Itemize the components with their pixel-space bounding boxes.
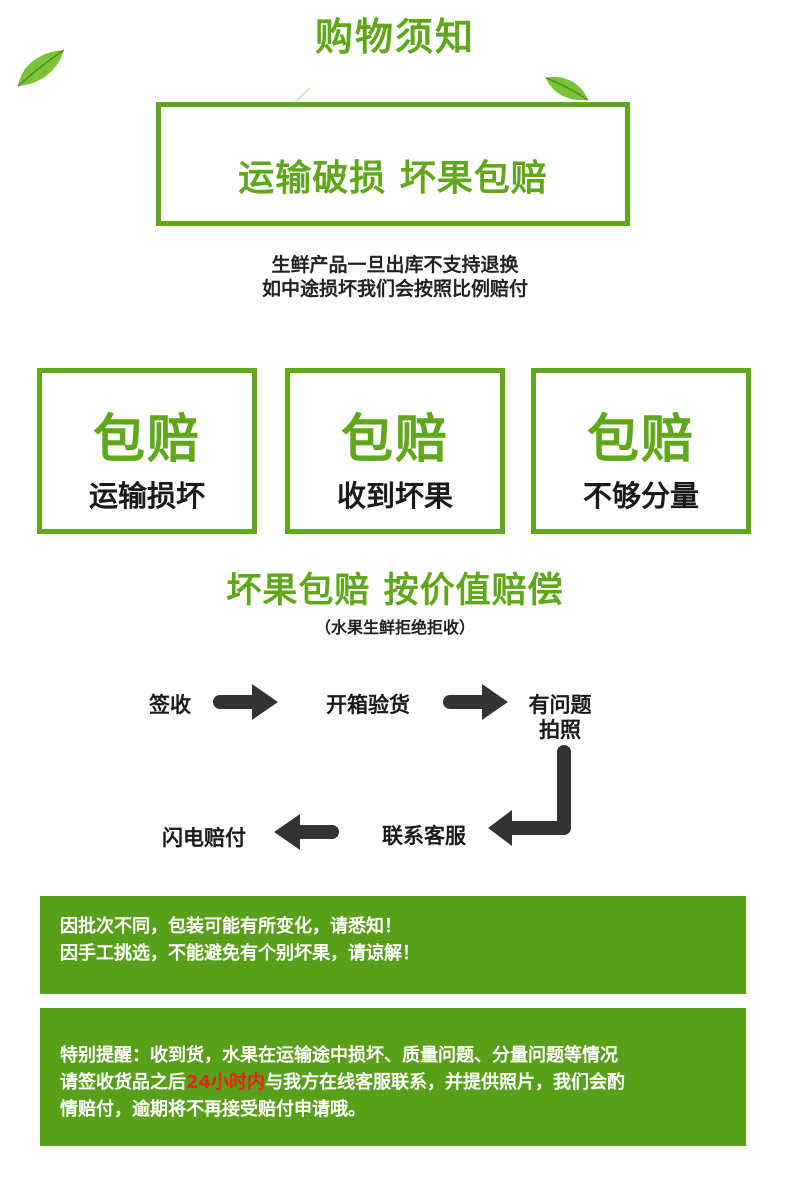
notice-banner-packaging: 因批次不同，包装可能有所变化，请悉知！ 因手工挑选，不能避免有个别坏果，请谅解！ [40, 896, 746, 994]
arrow-left-icon [274, 814, 339, 850]
compensation-headline: 坏果包赔 按价值赔偿 [226, 571, 564, 611]
compensation-subtitle: （水果生鲜拒绝拒收） [314, 618, 475, 637]
card-heading: 包赔 [92, 410, 201, 470]
arrow-elbow-icon [488, 745, 571, 846]
guarantee-card-bad-fruit: 包赔 收到坏果 [285, 368, 505, 534]
banner-line: 因批次不同，包装可能有所变化，请悉知！ [60, 916, 402, 937]
deadline-highlight: 24小时内 [186, 1072, 266, 1093]
step-inspect: 开箱验货 [326, 693, 410, 717]
step-fast-compensation: 闪电赔付 [162, 826, 246, 850]
leaf-icon [545, 76, 589, 101]
guarantee-card-weight: 包赔 不够分量 [531, 368, 751, 534]
banner-line: 特别提醒：收到货，水果在运输途中损坏、质量问题、分量问题等情况 [60, 1045, 618, 1066]
banner-line: 因手工挑选，不能避免有个别坏果，请谅解！ [60, 943, 420, 964]
banner-line-with-highlight: 请签收货品之后24小时内与我方在线客服联系，并提供照片，我们会酌 [60, 1069, 746, 1096]
card-heading: 包赔 [340, 410, 449, 470]
arrow-right-icon [213, 684, 278, 720]
guarantee-text: 运输破损 坏果包赔 [238, 158, 548, 199]
page-title: 购物须知 [314, 15, 475, 59]
guarantee-box: 运输破损 坏果包赔 [156, 102, 630, 226]
step-sign: 签收 [149, 693, 191, 717]
leaf-icon [17, 49, 65, 87]
card-label: 运输损坏 [88, 479, 205, 513]
card-heading: 包赔 [586, 410, 695, 470]
notice-line-2: 如中途损坏我们会按照比例赔付 [261, 278, 528, 300]
notice-line-1: 生鲜产品一旦出库不支持退换 [271, 254, 519, 276]
step-problem-line1: 有问题 [528, 693, 592, 717]
arrow-right-icon [443, 684, 508, 720]
banner-line: 情赔付，逾期将不再接受赔付申请哦。 [60, 1099, 366, 1120]
step-problem-line2: 拍照 [539, 718, 581, 742]
card-label: 不够分量 [582, 479, 699, 513]
step-contact-service: 联系客服 [382, 824, 466, 848]
guarantee-card-transport: 包赔 运输损坏 [37, 368, 257, 534]
notice-banner-reminder: 特别提醒：收到货，水果在运输途中损坏、质量问题、分量问题等情况 请签收货品之后2… [40, 1008, 746, 1146]
banner-text: 请签收货品之后 [60, 1072, 186, 1093]
banner-text: 与我方在线客服联系，并提供照片，我们会酌 [265, 1072, 626, 1093]
card-label: 收到坏果 [336, 479, 453, 513]
